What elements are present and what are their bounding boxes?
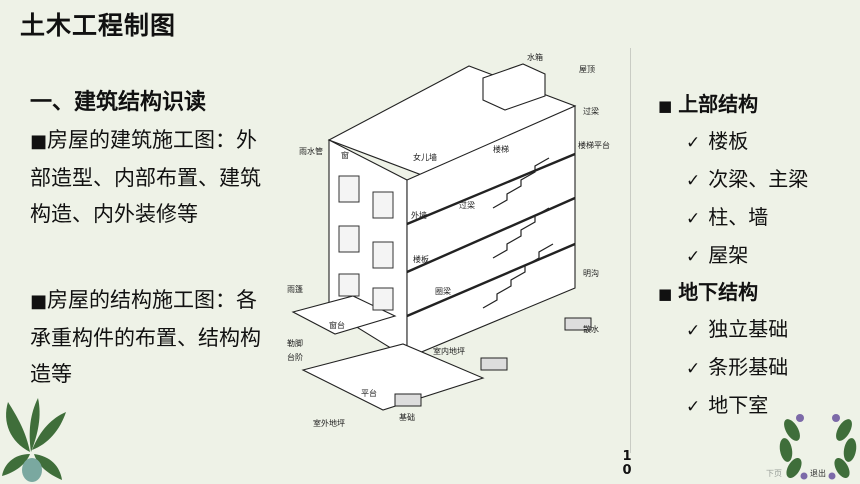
paragraph-text: 房屋的建筑施工图：外部造型、内部布置、建筑构造、内外装修等 xyxy=(30,128,261,226)
structure-list: ■上部结构 ✓楼板 ✓次梁、主梁 ✓柱、墙 ✓屋架 ■地下结构 ✓独立基础 ✓条… xyxy=(658,86,808,424)
stair-flight xyxy=(492,207,550,259)
check-icon: ✓ xyxy=(686,397,701,417)
label-roof: 屋顶 xyxy=(579,65,595,74)
paragraph-structural-drawing: ■房屋的结构施工图：各承重构件的布置、结构构造等 xyxy=(30,282,265,392)
label-outer-wall: 外墙 xyxy=(411,210,427,220)
label-lintel-2: 过梁 xyxy=(459,200,475,210)
stair-flight xyxy=(492,157,550,209)
foundation xyxy=(480,357,508,371)
label-foundation: 基础 xyxy=(399,412,415,422)
label-window: 窗 xyxy=(341,150,349,160)
list-heading-lower: ■地下结构 xyxy=(658,280,759,304)
label-canopy: 雨篷 xyxy=(287,284,303,294)
label-outdoor-ground: 室外地坪 xyxy=(313,418,345,428)
square-bullet-icon: ■ xyxy=(658,285,673,303)
label-stair: 楼梯 xyxy=(493,144,509,154)
wreath-decoration-icon xyxy=(779,414,857,480)
list-item: ✓柱、墙 xyxy=(686,205,769,229)
paragraph-architectural-drawing: ■房屋的建筑施工图：外部造型、内部布置、建筑构造、内外装修等 xyxy=(30,122,265,232)
window xyxy=(338,175,360,203)
label-platform: 平台 xyxy=(361,388,377,398)
window xyxy=(372,241,394,269)
label-steps: 台阶 xyxy=(287,352,303,362)
list-item: ✓次梁、主梁 xyxy=(686,167,809,191)
label-indoor-ground: 室内地坪 xyxy=(433,346,465,356)
next-page-button[interactable]: 下页 xyxy=(766,469,782,478)
window xyxy=(338,225,360,253)
list-item: ✓独立基础 xyxy=(686,317,789,341)
square-bullet-icon: ■ xyxy=(658,97,673,115)
check-icon: ✓ xyxy=(686,209,701,229)
paragraph-text: 房屋的结构施工图：各承重构件的布置、结构构造等 xyxy=(30,288,261,386)
square-bullet-icon: ■ xyxy=(30,131,48,152)
building-section-drawing: 水箱 屋顶 女儿墙 过梁 楼梯平台 雨水管 窗 楼梯 外墙 过梁 圈梁 楼板 窗… xyxy=(287,52,610,428)
exit-button[interactable]: 退出 xyxy=(810,469,826,478)
floor-slab xyxy=(406,242,576,318)
stair-flight xyxy=(482,243,554,309)
check-icon: ✓ xyxy=(686,247,701,267)
window xyxy=(372,287,394,311)
check-icon: ✓ xyxy=(686,321,701,341)
label-ring-beam: 圈梁 xyxy=(435,287,451,296)
page-number: 1 0 xyxy=(622,449,632,478)
list-item: ✓屋架 xyxy=(686,243,749,267)
side-body xyxy=(406,105,576,359)
check-icon: ✓ xyxy=(686,359,701,379)
label-lintel: 过梁 xyxy=(583,106,599,116)
check-icon: ✓ xyxy=(686,171,701,191)
label-ditch: 明沟 xyxy=(583,268,599,278)
foundation xyxy=(394,393,422,407)
window xyxy=(372,191,394,219)
list-item: ✓地下室 xyxy=(686,393,769,417)
square-bullet-icon: ■ xyxy=(30,291,48,312)
floor-slab xyxy=(406,152,576,226)
plant-decoration-icon xyxy=(2,398,66,482)
list-item: ✓条形基础 xyxy=(686,355,789,379)
label-floor-slab: 楼板 xyxy=(413,254,429,264)
label-parapet: 女儿墙 xyxy=(413,152,437,162)
check-icon: ✓ xyxy=(686,133,701,153)
slide-title: 土木工程制图 xyxy=(20,11,177,40)
water-tank xyxy=(482,63,546,111)
label-plinth: 勒脚 xyxy=(287,338,303,348)
label-stair-landing: 楼梯平台 xyxy=(578,140,610,150)
floor-slab xyxy=(406,196,576,274)
label-water-tank: 水箱 xyxy=(527,52,543,62)
label-sill: 窗台 xyxy=(329,320,345,330)
list-heading-upper: ■上部结构 xyxy=(658,92,759,116)
label-downpipe: 雨水管 xyxy=(299,146,323,156)
section-heading: 一、建筑结构识读 xyxy=(30,90,207,115)
label-apron: 散水 xyxy=(583,324,599,334)
foundation xyxy=(564,317,592,331)
ground-platform xyxy=(301,343,485,411)
column-divider xyxy=(630,48,631,453)
list-item: ✓楼板 xyxy=(686,129,749,153)
canopy xyxy=(291,295,397,335)
window xyxy=(338,273,360,297)
